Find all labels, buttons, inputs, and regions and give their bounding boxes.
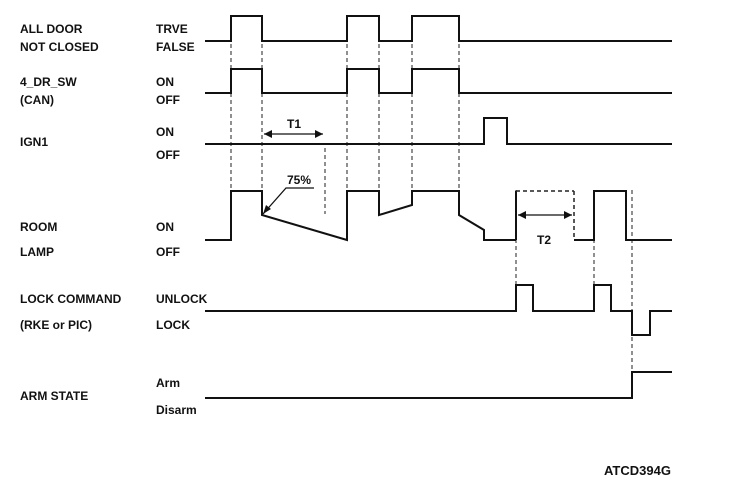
percent-leader-line (262, 187, 314, 215)
percent-leader-arrow (263, 205, 271, 214)
percent-label: 75% (287, 173, 311, 187)
state-arm-state-high: Arm (156, 376, 180, 390)
label-arm-state: ARM STATE (20, 389, 88, 403)
t2-dimension: T2 (518, 211, 572, 247)
state-all-door-high: TRVE (156, 22, 188, 36)
label-lock-command-line2: (RKE or PIC) (20, 318, 92, 332)
label-ign1: IGN1 (20, 135, 48, 149)
t1-dimension: T1 (264, 117, 323, 138)
state-4dr-sw-high: ON (156, 75, 174, 89)
t2-arrow-left (518, 211, 526, 219)
state-all-door-low: FALSE (156, 40, 195, 54)
waveform-all-door (205, 15, 672, 42)
t2-label: T2 (537, 233, 551, 247)
figure-code: ATCD394G (604, 463, 671, 478)
t1-arrow-right (315, 130, 323, 138)
t2-arrow-right (564, 211, 572, 219)
waveform-4dr-sw (205, 68, 672, 94)
label-4dr-sw-line2: (CAN) (20, 93, 54, 107)
t1-label: T1 (287, 117, 301, 131)
label-room-lamp-line2: LAMP (20, 245, 54, 259)
state-room-lamp-high: ON (156, 220, 174, 234)
state-lock-command-high: UNLOCK (156, 292, 208, 306)
label-all-door-line1: ALL DOOR (20, 22, 83, 36)
guide-lines (230, 16, 633, 372)
signal-labels: ALL DOOR NOT CLOSED 4_DR_SW (CAN) IGN1 R… (20, 22, 122, 403)
state-room-lamp-low: OFF (156, 245, 180, 259)
waveform-lock-command (205, 284, 672, 336)
state-labels: TRVE FALSE ON OFF ON OFF ON OFF UNLOCK L… (156, 22, 208, 417)
t1-arrow-left (264, 130, 272, 138)
waveform-room-lamp-tail (574, 190, 672, 241)
state-4dr-sw-low: OFF (156, 93, 180, 107)
label-4dr-sw-line1: 4_DR_SW (20, 75, 77, 89)
state-arm-state-low: Disarm (156, 403, 197, 417)
state-ign1-high: ON (156, 125, 174, 139)
label-room-lamp-line1: ROOM (20, 220, 57, 234)
waveform-arm-state (205, 371, 672, 399)
state-ign1-low: OFF (156, 148, 180, 162)
label-all-door-line2: NOT CLOSED (20, 40, 99, 54)
percent-annotation: 75% (262, 173, 314, 215)
waveforms (205, 15, 672, 399)
waveform-room-lamp (205, 190, 516, 242)
waveform-ign1 (205, 117, 672, 145)
label-lock-command-line1: LOCK COMMAND (20, 292, 122, 306)
state-lock-command-low: LOCK (156, 318, 190, 332)
